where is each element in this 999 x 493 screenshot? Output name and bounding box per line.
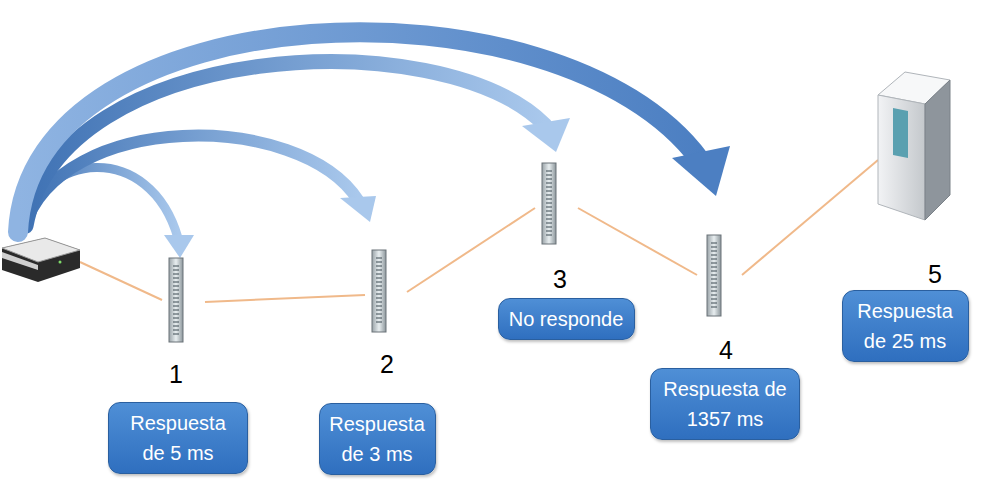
response-text: Respuesta de 5 ms xyxy=(117,408,239,468)
response-box: Respuesta de 1357 ms xyxy=(650,368,800,440)
probe-arrows xyxy=(18,32,730,258)
server-icon xyxy=(878,72,950,220)
router-icon xyxy=(2,238,80,282)
response-text: No responde xyxy=(509,304,624,334)
response-box: Respuesta de 25 ms xyxy=(842,290,969,362)
cables xyxy=(80,160,878,302)
response-text: Respuesta de 25 ms xyxy=(851,296,960,356)
callout-number: 5 xyxy=(928,262,942,287)
callout-number: 4 xyxy=(719,338,733,363)
response-box: Respuesta de 5 ms xyxy=(108,402,248,474)
switch-ports xyxy=(173,171,717,334)
switch-icons xyxy=(169,163,721,342)
response-text: Respuesta de 1357 ms xyxy=(659,374,791,434)
callout-number: 2 xyxy=(380,352,394,377)
response-box: Respuesta de 3 ms xyxy=(319,403,436,475)
callout-number: 3 xyxy=(553,267,567,292)
callout-number: 1 xyxy=(169,362,183,387)
response-text: Respuesta de 3 ms xyxy=(328,409,427,469)
response-box: No responde xyxy=(498,298,635,340)
